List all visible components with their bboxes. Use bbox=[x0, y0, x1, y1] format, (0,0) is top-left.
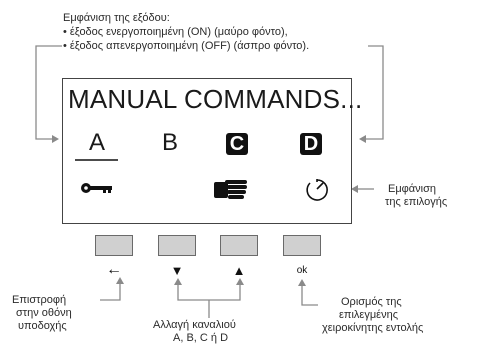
header-line-3: • έξοδος απενεργοποιημένη (OFF) (άσπρο φ… bbox=[63, 40, 310, 52]
back-label-line-2: στην οθόνη bbox=[16, 307, 72, 319]
ok-label-line-1: Ορισμός της bbox=[341, 296, 402, 308]
back-arrow-icon: ← bbox=[106, 261, 122, 278]
right-label-line-2: της επιλογής bbox=[385, 196, 448, 208]
back-label-line-3: υποδοχής bbox=[18, 320, 67, 332]
header-line-1: Εμφάνιση της εξόδου: bbox=[63, 12, 170, 24]
back-button[interactable] bbox=[95, 235, 133, 256]
channel-label-line-2: A, B, C ή D bbox=[173, 332, 229, 344]
back-label-line-1: Επιστροφή bbox=[12, 294, 67, 306]
ok-label-line-2: επιλεγμένης bbox=[339, 309, 399, 321]
right-label-line-1: Εμφάνιση bbox=[388, 183, 437, 195]
ok-text: ok bbox=[296, 265, 308, 276]
channel-d: D bbox=[300, 133, 322, 155]
channel-b: B bbox=[161, 129, 178, 156]
down-button[interactable] bbox=[158, 235, 196, 256]
hand-icon bbox=[214, 180, 247, 199]
channel-label-line-1: Αλλαγή καναλιού bbox=[153, 319, 236, 331]
channel-a: A bbox=[88, 129, 105, 156]
up-button[interactable] bbox=[220, 235, 258, 256]
screen-title: MANUAL COMMANDS... bbox=[68, 84, 363, 114]
down-triangle-icon: ▼ bbox=[170, 263, 184, 278]
timer-icon bbox=[306, 179, 328, 201]
key-icon bbox=[81, 183, 112, 193]
up-triangle-icon: ▲ bbox=[232, 263, 246, 278]
ok-button[interactable] bbox=[283, 235, 321, 256]
channel-c: C bbox=[226, 133, 248, 155]
ok-label-line-3: χειροκίνητης εντολής bbox=[322, 322, 424, 334]
header-line-2: • έξοδος ενεργοποιημένη (ON) (μαύρο φόντ… bbox=[63, 26, 288, 38]
